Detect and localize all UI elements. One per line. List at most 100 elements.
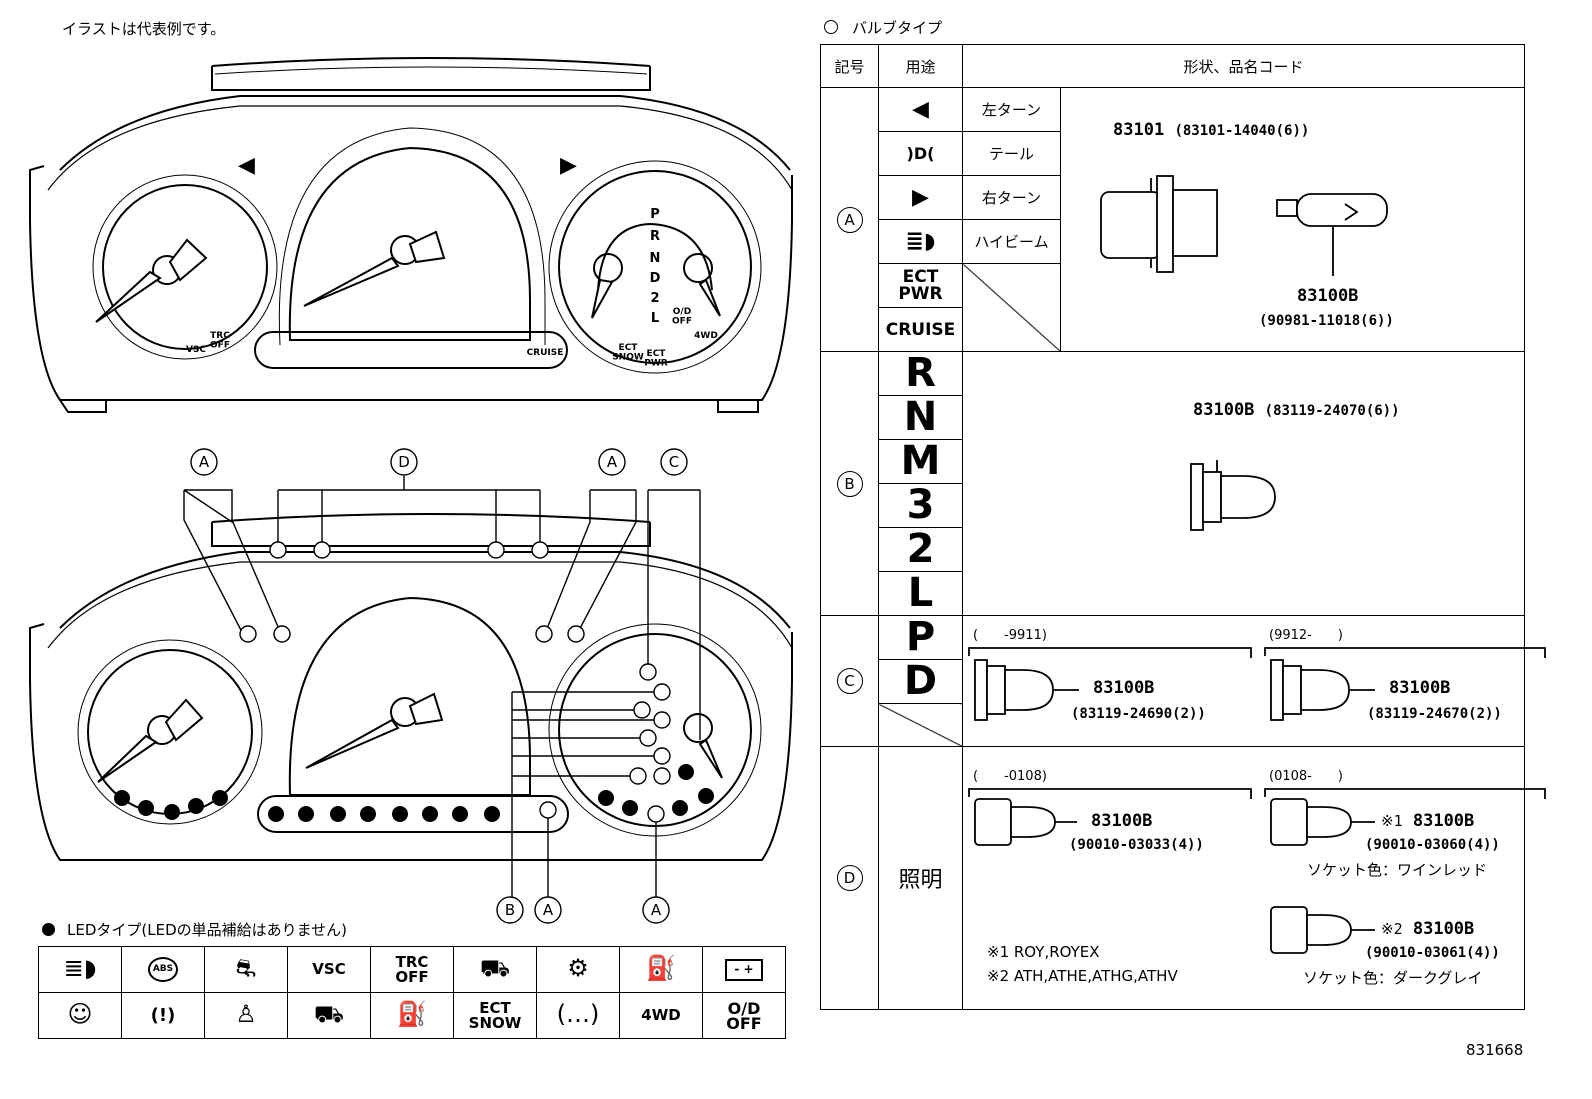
callout-d-top: D [390, 448, 418, 476]
hollow-circle-icon [824, 20, 838, 34]
gear-d: D [878, 659, 963, 704]
use-left-turn: 左ターン [962, 87, 1061, 132]
d-sockets-drawing [968, 788, 1546, 954]
empty-diagonal-cell-c [878, 703, 963, 747]
c-right-range: (9912- ) [1269, 628, 1343, 643]
right-turn-icon: ▶ [560, 153, 577, 178]
callout-b-bottom: B [496, 896, 524, 924]
svg-text:A: A [199, 453, 210, 471]
left-turn-icon: ◀ [238, 153, 255, 178]
battery-icon: - + [702, 946, 786, 993]
d-right2-detail: (90010-03061(4)) [1365, 945, 1500, 961]
d-note2: ※2 ATH,ATHE,ATHG,ATHV [987, 967, 1178, 985]
svg-text:A: A [543, 901, 554, 919]
symbol-d: D [820, 746, 879, 1010]
c-left-code: 83100B [1093, 678, 1155, 698]
socket-83101-drawing [1100, 175, 1388, 276]
callout-a-bottom-right: A [642, 896, 670, 924]
part-83100b-a-detail: (90981-11018(6)) [1259, 313, 1394, 329]
callout-a-top-left: A [190, 448, 218, 476]
gear-r: R [878, 351, 963, 396]
headlight-leveling-icon: ≣◗ [38, 946, 122, 993]
d-right1-detail: (90010-03060(4)) [1365, 837, 1500, 853]
bulb-section-header: バルブタイプ [824, 17, 942, 38]
gear-3: 3 [878, 483, 963, 528]
gear-n: N [878, 395, 963, 440]
high-beam-icon: ≣◗ [878, 219, 963, 264]
use-illumination: 照明 [878, 746, 963, 1010]
d-right2-code: ※2 83100B [1381, 919, 1475, 939]
use-right-turn: 右ターン [962, 175, 1061, 220]
use-tail: テール [962, 131, 1061, 176]
d-left-code: 83100B [1091, 811, 1153, 831]
gear-letter-p: P [650, 207, 660, 222]
figure-number: 831668 [1466, 1041, 1524, 1059]
left-turn-arrow-icon: ◀ [878, 87, 963, 132]
abs-icon: ABS [121, 946, 205, 993]
part-83100b-a-code: 83100B [1297, 286, 1359, 306]
illustration-note: イラストは代表例です。 [62, 20, 226, 38]
callout-a-top-right: A [598, 448, 626, 476]
door-open-icon: ⛟ [287, 992, 371, 1039]
d-socket2-color: ソケット色：ダークグレイ [1303, 969, 1483, 987]
svg-text:A: A [607, 453, 618, 471]
brake-warning-icon: (!) [121, 992, 205, 1039]
d-socket1-color: ソケット色：ワインレッド [1307, 861, 1488, 879]
tire-pressure-icon: (…) [536, 992, 620, 1039]
d-right1-code: ※1 83100B [1381, 811, 1475, 831]
svg-text:D: D [398, 453, 410, 471]
airbag-icon: ☺ [38, 992, 122, 1039]
bulb-type-table: 記号 用途 形状、品名コード A ◀ 左ターン 83101 (83101-140… [820, 44, 1546, 1010]
seatbelt-icon: ♙ [204, 992, 288, 1039]
svg-text:A: A [651, 901, 662, 919]
gear-m: M [878, 439, 963, 484]
row-a-parts: 83101 (83101-14040(6)) 83100B (90981-110… [1060, 87, 1525, 352]
row-d-parts: ( -0108) (0108- ) 83100B (9 [962, 746, 1546, 1010]
header-shape: 形状、品名コード [962, 44, 1525, 88]
filled-circle-icon [42, 923, 55, 936]
empty-diagonal-cell [962, 263, 1061, 352]
gear-letter-d: D [650, 271, 661, 286]
row-b-parts: 83100B (83119-24070(6)) [962, 351, 1525, 616]
cluster-top [29, 57, 793, 413]
gear-letter-l: L [651, 311, 659, 326]
c-right-detail: (83119-24670(2)) [1367, 706, 1502, 722]
symbol-b: B [820, 351, 879, 616]
od-off-label: O/D OFF [702, 992, 786, 1039]
door-icon: ⛟ [453, 946, 537, 993]
trc-off-label: TRC OFF [370, 946, 454, 993]
bulb-section-title: バルブタイプ [852, 19, 943, 37]
bulb-position-markers [239, 541, 671, 823]
led-markers [114, 764, 714, 822]
gear-2: 2 [878, 527, 963, 572]
use-cruise: CRUISE [878, 307, 963, 352]
tail-light-icon: )D( [878, 131, 963, 176]
part-83101: 83101 (83101-14040(6)) [1113, 120, 1310, 140]
slip-icon: ⛐ [204, 946, 288, 993]
right-turn-arrow-icon: ▶ [878, 175, 963, 220]
use-ect-pwr: ECT PWR [878, 263, 963, 308]
c-right-code: 83100B [1389, 678, 1451, 698]
vsc-label: VSC [287, 946, 371, 993]
callout-c-top: C [660, 448, 688, 476]
c-sockets-drawing [968, 647, 1546, 721]
header-use: 用途 [878, 44, 963, 88]
use-high-beam: ハイビーム [962, 219, 1061, 264]
d-note1: ※1 ROY,ROYEX [987, 943, 1100, 961]
symbol-c: C [820, 615, 879, 747]
cluster-bottom [29, 476, 793, 898]
d-left-range: ( -0108) [973, 769, 1047, 784]
led-section-title: LEDタイプ(LEDの単品補給はありません) [67, 921, 348, 939]
gear-p: P [878, 615, 963, 660]
d-left-detail: (90010-03033(4)) [1069, 837, 1204, 853]
part-83100b-b: 83100B (83119-24070(6)) [1193, 400, 1400, 420]
gear-l: L [878, 571, 963, 616]
led-type-table: ≣◗ ABS ⛐ VSC TRC OFF ⛟ ⚙ ⛽ - + ☺ (!) ♙ ⛟… [38, 946, 786, 1039]
header-symbol: 記号 [820, 44, 879, 88]
d-right-range: (0108- ) [1269, 769, 1343, 784]
engine-icon: ⚙ [536, 946, 620, 993]
fuel-icon: ⛽ [370, 992, 454, 1039]
